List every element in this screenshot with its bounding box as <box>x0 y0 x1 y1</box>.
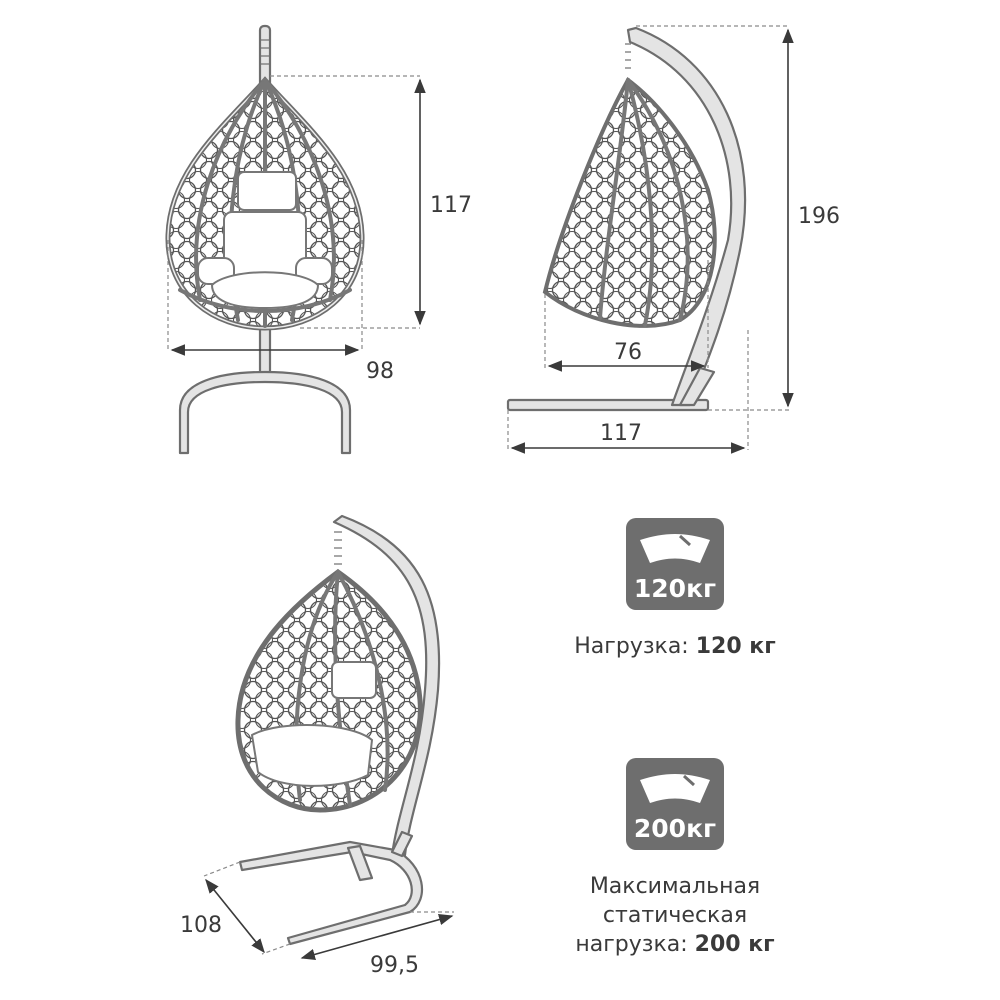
load-badge-120: 120кг <box>626 518 724 610</box>
load-badge-200-label: 200кг <box>634 814 716 843</box>
load-caption-200-value: 200 кг <box>694 932 775 957</box>
side-view: 196 76 117 <box>506 25 840 454</box>
load-caption-120-value: 120 кг <box>695 634 776 659</box>
load-caption-200-line2: статическая <box>602 903 748 928</box>
side-ribs <box>598 78 690 327</box>
perspective-chain <box>334 531 342 565</box>
load-caption-200: Максимальная статическая нагрузка: 200 к… <box>520 872 830 959</box>
side-height-label: 196 <box>798 204 840 229</box>
load-caption-200-prefix: нагрузка: <box>575 932 688 957</box>
side-depth-label: 76 <box>614 340 642 365</box>
perspective-width-label: 99,5 <box>370 953 419 978</box>
perspective-seat <box>250 724 374 787</box>
weight-gauge-icon <box>640 534 710 563</box>
front-height-label: 117 <box>430 193 472 218</box>
front-width-label: 98 <box>366 359 394 384</box>
front-view: 117 98 <box>165 24 472 455</box>
perspective-stand <box>332 514 441 857</box>
side-base <box>506 398 710 412</box>
perspective-depth-arrow <box>205 878 265 954</box>
front-base <box>178 370 352 455</box>
load-badge-200: 200кг <box>626 758 724 850</box>
side-base-label: 117 <box>600 421 642 446</box>
perspective-width-arrow <box>300 913 454 961</box>
side-chain <box>625 43 631 69</box>
perspective-depth-label: 108 <box>180 913 222 938</box>
weight-gauge-icon <box>640 774 710 803</box>
load-caption-120: Нагрузка: 120 кг <box>540 632 810 661</box>
front-seat <box>210 271 320 310</box>
front-chain <box>261 39 269 65</box>
load-badge-120-label: 120кг <box>634 574 716 603</box>
side-basket <box>542 77 717 328</box>
front-backrest <box>223 211 307 279</box>
perspective-view: 108 99,5 <box>180 514 454 978</box>
load-caption-120-prefix: Нагрузка: <box>574 634 689 659</box>
perspective-base <box>238 840 424 946</box>
front-pillow <box>237 171 297 211</box>
perspective-pillow <box>331 661 377 699</box>
load-caption-200-line1: Максимальная <box>589 874 761 899</box>
